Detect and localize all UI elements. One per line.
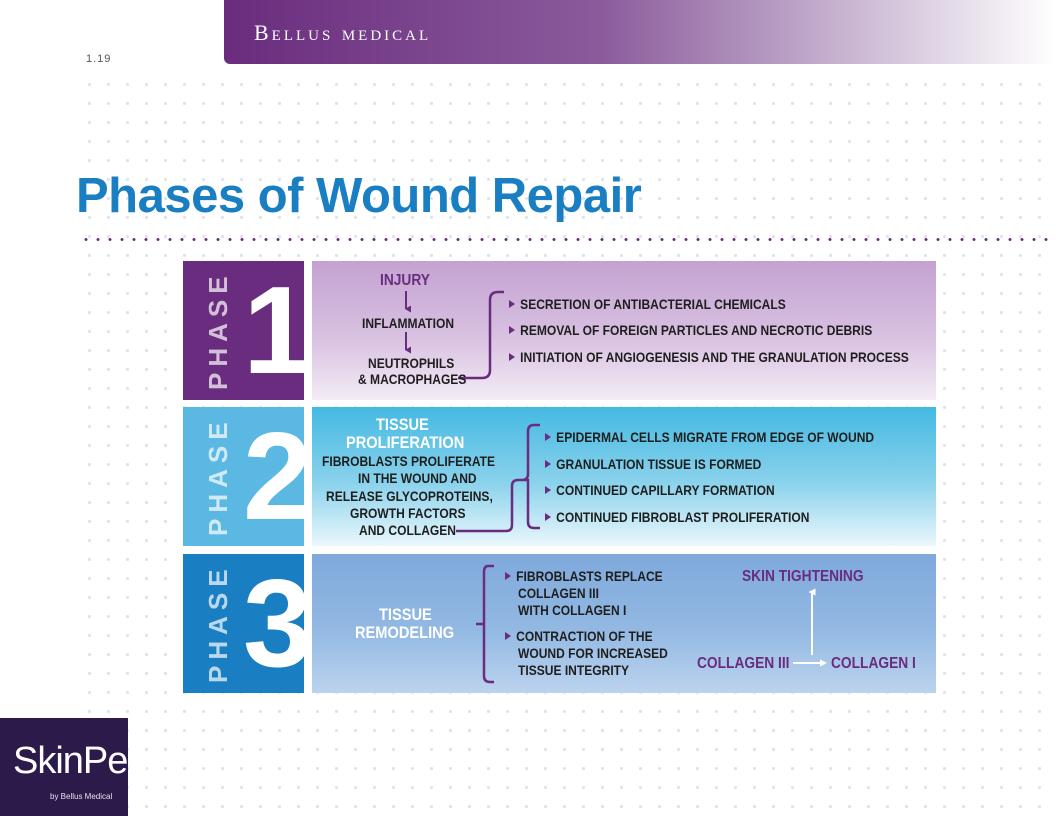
bullet-arrow-icon <box>505 572 512 580</box>
skin-tightening-label: SKIN TIGHTENING <box>742 568 864 585</box>
bullet-text: FIBROBLASTS REPLACE <box>516 568 663 584</box>
bullet-arrow-icon <box>545 433 552 441</box>
phase-2-word: PHASE <box>203 416 233 536</box>
phase-2-description: GROWTH FACTORS <box>350 505 466 521</box>
phase-3-bullet-cont: WITH COLLAGEN I <box>518 602 627 618</box>
phase-3-bullet-cont: TISSUE INTEGRITY <box>518 662 630 678</box>
slide-number: 1.19 <box>86 53 112 65</box>
phase-3-panel <box>312 554 936 693</box>
skinpen-logo: SkinPen by Bellus Medical <box>0 718 149 816</box>
phase-2-bullet: EPIDERMAL CELLS MIGRATE FROM EDGE OF WOU… <box>545 429 874 445</box>
phase-2-bullet: CONTINUED FIBROBLAST PROLIFERATION <box>545 509 809 525</box>
phase-2-description: AND COLLAGEN <box>359 522 456 538</box>
bullet-text: EPIDERMAL CELLS MIGRATE FROM EDGE OF WOU… <box>556 429 875 445</box>
bullet-text: CONTINUED CAPILLARY FORMATION <box>556 482 775 498</box>
title-divider <box>80 238 1056 241</box>
phase-2-heading: TISSUE <box>376 415 429 434</box>
phase-1-inflammation: INFLAMMATION <box>362 315 455 331</box>
phase-2-description: IN THE WOUND AND <box>358 470 477 486</box>
bullet-text: INITIATION OF ANGIOGENESIS AND THE GRANU… <box>520 349 909 365</box>
phase-1-bullet: SECRETION OF ANTIBACTERIAL CHEMICALS <box>509 296 786 312</box>
phase-1-bullet: INITIATION OF ANGIOGENESIS AND THE GRANU… <box>509 349 909 365</box>
phase-2-heading: PROLIFERATION <box>346 433 465 452</box>
bullet-arrow-icon <box>505 632 512 640</box>
phase-1-panel <box>312 261 936 400</box>
bullet-text: SECRETION OF ANTIBACTERIAL CHEMICALS <box>520 296 786 312</box>
bullet-arrow-icon <box>509 353 516 361</box>
collagen-i-label: COLLAGEN I <box>831 655 916 672</box>
bullet-text: REMOVAL OF FOREIGN PARTICLES AND NECROTI… <box>520 322 873 338</box>
phase-1-number: 1 <box>243 262 312 400</box>
bullet-text: GRANULATION TISSUE IS FORMED <box>556 456 762 472</box>
bullet-arrow-icon <box>545 486 552 494</box>
page-title: Phases of Wound Repair <box>76 169 642 223</box>
phase-3-heading: REMODELING <box>355 623 455 642</box>
bullet-text: CONTRACTION OF THE <box>516 628 653 644</box>
phase-2-bullet: GRANULATION TISSUE IS FORMED <box>545 456 761 472</box>
collagen-iii-label: COLLAGEN III <box>697 655 790 672</box>
phase-3-number: 3 <box>243 555 312 693</box>
header-bar: Bellus medical <box>224 0 1056 64</box>
phase-2-description: FIBROBLASTS PROLIFERATE <box>322 453 496 469</box>
logo-name: SkinPen <box>13 740 149 782</box>
phase-3-heading: TISSUE <box>379 605 432 624</box>
phase-1-macrophages: & MACROPHAGES <box>358 371 467 387</box>
bullet-arrow-icon <box>509 326 516 334</box>
bullet-arrow-icon <box>545 460 552 468</box>
phase-3-bullet: CONTRACTION OF THE <box>505 628 653 644</box>
phase-3-bullet: FIBROBLASTS REPLACE <box>505 568 663 584</box>
bullet-arrow-icon <box>545 513 552 521</box>
phase-3-block: PHASE 3 <box>183 554 312 693</box>
phase-1-injury: INJURY <box>380 272 430 289</box>
phase-2-number: 2 <box>243 408 312 546</box>
phase-1-block: PHASE 1 <box>183 261 312 400</box>
phase-1-neutrophils: NEUTROPHILS <box>368 355 455 371</box>
phase-3-bullet-cont: COLLAGEN III <box>518 585 599 601</box>
bullet-arrow-icon <box>509 300 516 308</box>
phase-3-word: PHASE <box>203 563 233 683</box>
phase-2-bullet: CONTINUED CAPILLARY FORMATION <box>545 482 775 498</box>
phase-1-word: PHASE <box>203 270 233 390</box>
phase-1-bullet: REMOVAL OF FOREIGN PARTICLES AND NECROTI… <box>509 322 872 338</box>
phase-2-block: PHASE 2 <box>183 407 312 546</box>
phase-3-bullet-cont: WOUND FOR INCREASED <box>518 645 668 661</box>
phase-2-panel <box>312 407 936 546</box>
logo-tagline: by Bellus Medical <box>50 792 113 801</box>
bullet-text: CONTINUED FIBROBLAST PROLIFERATION <box>556 509 810 525</box>
brand-name: Bellus medical <box>254 20 432 45</box>
phase-2-description: RELEASE GLYCOPROTEINS, <box>326 488 493 504</box>
